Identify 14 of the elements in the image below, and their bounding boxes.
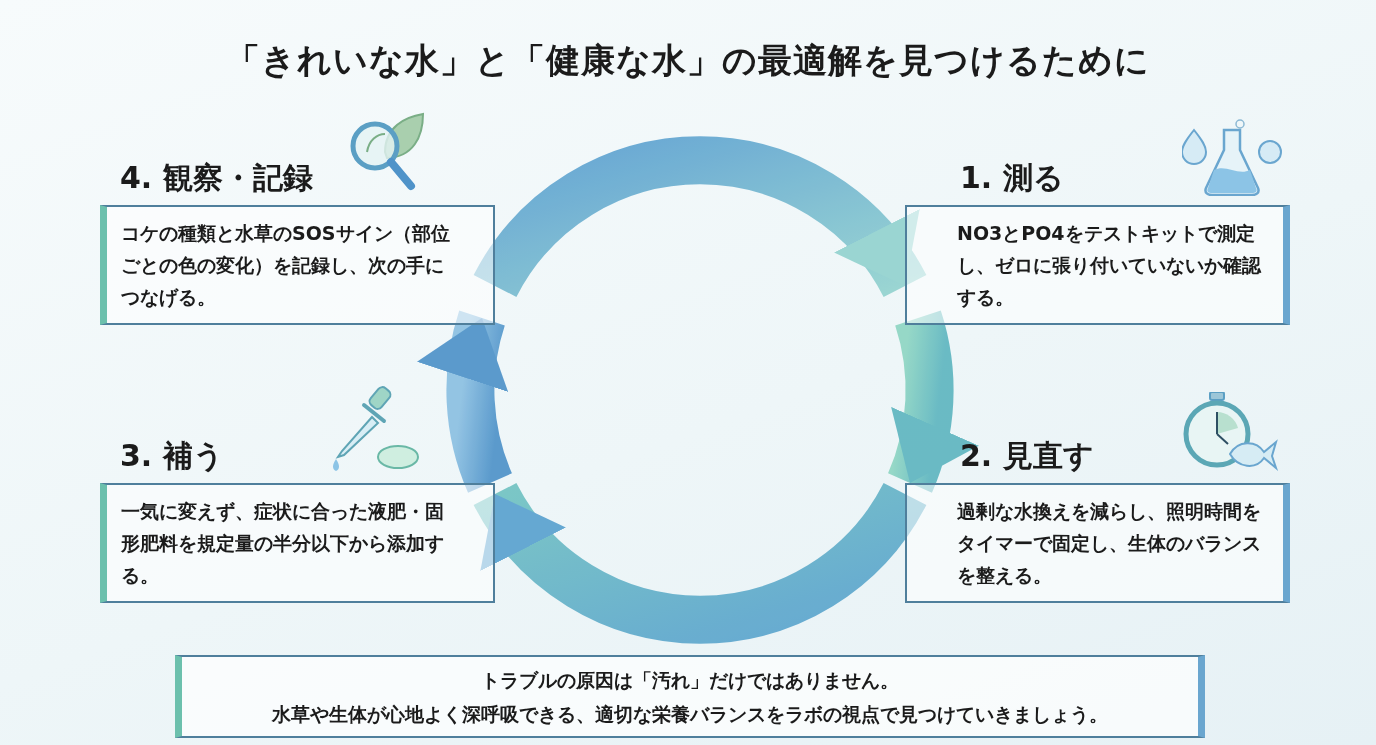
- note-text: 水草や生体が心地よく深呼吸できる、適切な栄養バランスをラボの視点で見つけていきましょう。: [272, 701, 1108, 727]
- step-description: 過剰な水換えを減らし、照明時間をタイマーで固定し、生体のバランスを整える。: [957, 499, 1262, 588]
- step-heading: 2. 見直す: [959, 437, 1094, 475]
- step-description: NO3とPO4をテストキットで測定し、ゼロに張り付いていないか確認する。: [957, 221, 1263, 310]
- note-box: [175, 655, 1205, 738]
- step-heading: 3. 補う: [119, 437, 224, 475]
- step-heading: 1. 測る: [959, 159, 1064, 197]
- step-description: コケの種類と水草のSOSサイン（部位ごとの色の変化）を記録し、次の手につなげる。: [121, 221, 451, 310]
- diagram-title: 「きれいな水」と「健康な水」の最適解を見つけるために: [226, 39, 1150, 82]
- cycle-arrow: [474, 481, 926, 644]
- cycle-arrow: [419, 311, 513, 492]
- step-heading: 4. 観察・記録: [119, 159, 313, 197]
- step-description: 一気に変えず、症状に合った液肥・固形肥料を規定量の半分以下から添加する。: [121, 499, 445, 588]
- note-text: トラブルの原因は「汚れ」だけではありません。: [481, 667, 899, 693]
